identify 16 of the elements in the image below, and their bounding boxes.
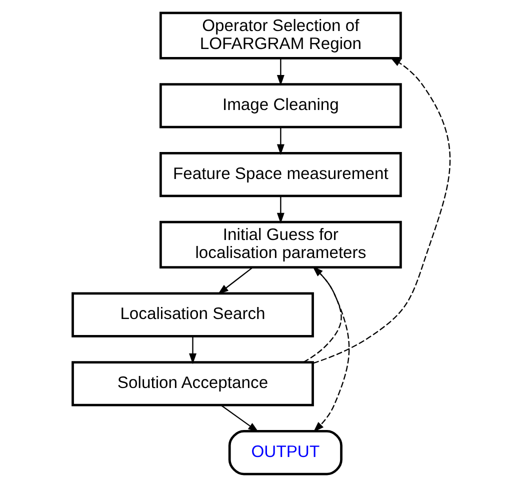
node-box: Solution Acceptance xyxy=(71,361,314,406)
arrow xyxy=(302,266,342,363)
node-box: OUTPUT xyxy=(228,430,342,476)
arrow xyxy=(188,336,196,364)
arrow xyxy=(217,266,253,294)
arrow xyxy=(312,267,350,432)
node-box: Feature Space measurement xyxy=(159,152,402,198)
arrow xyxy=(276,58,284,86)
arrow xyxy=(276,196,284,224)
node-box: Localisation Search xyxy=(71,292,314,338)
arrow xyxy=(276,127,284,155)
arrow xyxy=(220,404,258,432)
node-box: Initial Guess for localisation parameters xyxy=(159,220,402,268)
node-box: Image Cleaning xyxy=(159,83,402,128)
arrow xyxy=(312,57,450,364)
node-box: Operator Selection of LOFARGRAM Region xyxy=(159,12,402,60)
